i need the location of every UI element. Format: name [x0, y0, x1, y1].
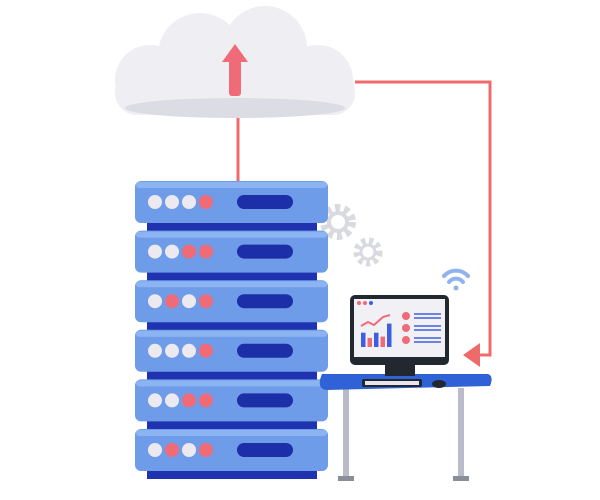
arrow-up-icon — [222, 44, 248, 96]
status-light-white — [182, 443, 196, 457]
status-light-white — [148, 294, 162, 309]
drive-slot — [237, 443, 293, 457]
status-light-white — [148, 244, 162, 259]
status-light-white — [165, 343, 179, 358]
monitor-list — [402, 312, 441, 344]
status-light-white — [148, 393, 162, 408]
status-light-red — [199, 195, 213, 209]
status-light-white — [182, 195, 196, 209]
status-light-white — [165, 244, 179, 259]
server-unit — [135, 429, 328, 479]
status-light-white — [148, 343, 162, 358]
monitor-chart-bar — [367, 337, 372, 347]
cloud-to-desk-line — [355, 80, 492, 357]
drive-slot — [237, 195, 293, 209]
status-light-white — [165, 393, 179, 408]
status-light-red — [199, 443, 213, 457]
server-unit — [135, 181, 328, 231]
server-unit — [135, 280, 328, 331]
connector-lines — [236, 80, 492, 367]
drive-slot — [237, 343, 293, 358]
arrow-left-icon — [463, 343, 480, 367]
monitor-icon — [350, 295, 449, 388]
drive-slot — [237, 294, 293, 309]
status-light-red — [182, 393, 196, 408]
status-light-red — [199, 244, 213, 259]
server-rack — [135, 181, 328, 479]
status-light-white — [148, 195, 162, 209]
desk — [319, 374, 492, 481]
status-light-red — [165, 443, 179, 457]
status-light-white — [148, 443, 162, 457]
status-light-white — [182, 294, 196, 309]
drive-slot — [237, 393, 293, 408]
status-light-red — [165, 294, 179, 309]
monitor-chart-bar — [374, 332, 379, 347]
mouse — [432, 380, 446, 388]
status-light-red — [182, 244, 196, 259]
monitor-chart-bar — [380, 336, 385, 347]
trend-line — [360, 314, 391, 327]
monitor-bar-chart — [361, 323, 392, 347]
drive-slot — [237, 244, 293, 259]
status-light-red — [199, 393, 213, 408]
server-unit — [135, 379, 328, 430]
status-light-red — [199, 343, 213, 358]
wifi-icon — [442, 268, 470, 291]
monitor-chart-bar — [361, 332, 366, 347]
status-light-red — [199, 294, 213, 309]
monitor-chart-bar — [387, 323, 392, 347]
server-unit — [135, 230, 328, 281]
upload-cloud-icon — [115, 6, 355, 118]
status-light-white — [165, 195, 179, 209]
server-unit — [135, 329, 328, 380]
gear-icon — [320, 204, 383, 267]
status-light-white — [182, 343, 196, 358]
